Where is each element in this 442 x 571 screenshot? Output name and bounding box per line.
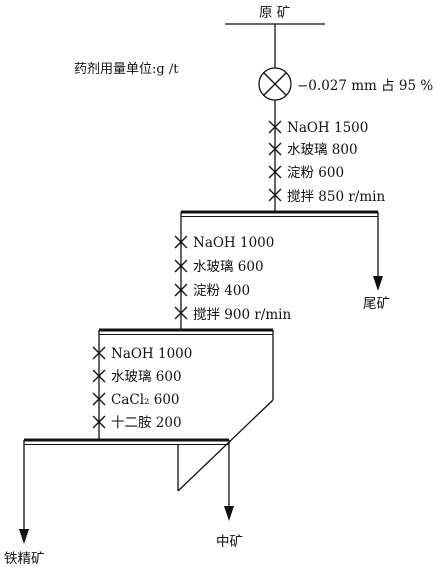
stage3-reagent-3: 十二胺 200	[92, 415, 182, 431]
stage3-flotation-cell	[23, 438, 230, 530]
svg-text:水玻璃 600: 水玻璃 600	[111, 368, 182, 385]
stage3-reagent-0: NaOH 1000	[92, 346, 192, 362]
middling-arrow-icon	[224, 506, 234, 521]
middling-label: 中矿	[216, 534, 243, 550]
svg-text:搅拌 850 r/min: 搅拌 850 r/min	[287, 189, 385, 205]
stage2-flotation-cell	[98, 328, 274, 492]
stage1-reagent-1: 水玻璃 800	[268, 141, 358, 158]
svg-text:搅拌 900 r/min: 搅拌 900 r/min	[193, 307, 291, 323]
grinding-icon	[258, 67, 292, 101]
stage1-flotation-cell	[180, 210, 378, 331]
svg-text:NaOH 1500: NaOH 1500	[287, 120, 368, 136]
stage2-reagent-3: 搅拌 900 r/min	[174, 306, 291, 323]
grind-label: −0.027 mm 占 95 %	[297, 78, 433, 94]
stage1-reagent-3: 搅拌 850 r/min	[268, 188, 385, 205]
concentrate-label: 铁精矿	[4, 551, 45, 567]
svg-text:水玻璃 800: 水玻璃 800	[287, 141, 358, 158]
svg-text:淀粉 600: 淀粉 600	[287, 165, 344, 181]
tailings-arrow-icon	[373, 276, 383, 291]
stage3-reagent-1: 水玻璃 600	[92, 368, 182, 385]
svg-text:NaOH 1000: NaOH 1000	[111, 346, 192, 362]
feed-label: 原 矿	[259, 5, 290, 21]
svg-text:水玻璃 600: 水玻璃 600	[193, 258, 264, 275]
stage2-reagent-1: 水玻璃 600	[174, 258, 264, 275]
stage1-reagent-2: 淀粉 600	[268, 165, 344, 181]
stage2-reagent-2: 淀粉 400	[174, 283, 250, 299]
stage2-reagent-0: NaOH 1000	[174, 235, 274, 251]
concentrate-arrow-icon	[19, 529, 29, 544]
svg-text:十二胺 200: 十二胺 200	[111, 415, 182, 431]
svg-text:NaOH 1000: NaOH 1000	[193, 235, 274, 251]
tailings-label: 尾矿	[363, 296, 390, 312]
stage3-reagent-2: CaCl₂ 600	[92, 392, 180, 408]
unit-note: 药剂用量单位:g /t	[74, 62, 179, 77]
svg-text:CaCl₂ 600: CaCl₂ 600	[111, 392, 180, 408]
svg-text:淀粉 400: 淀粉 400	[193, 283, 250, 299]
stage1-reagent-0: NaOH 1500	[268, 120, 368, 136]
